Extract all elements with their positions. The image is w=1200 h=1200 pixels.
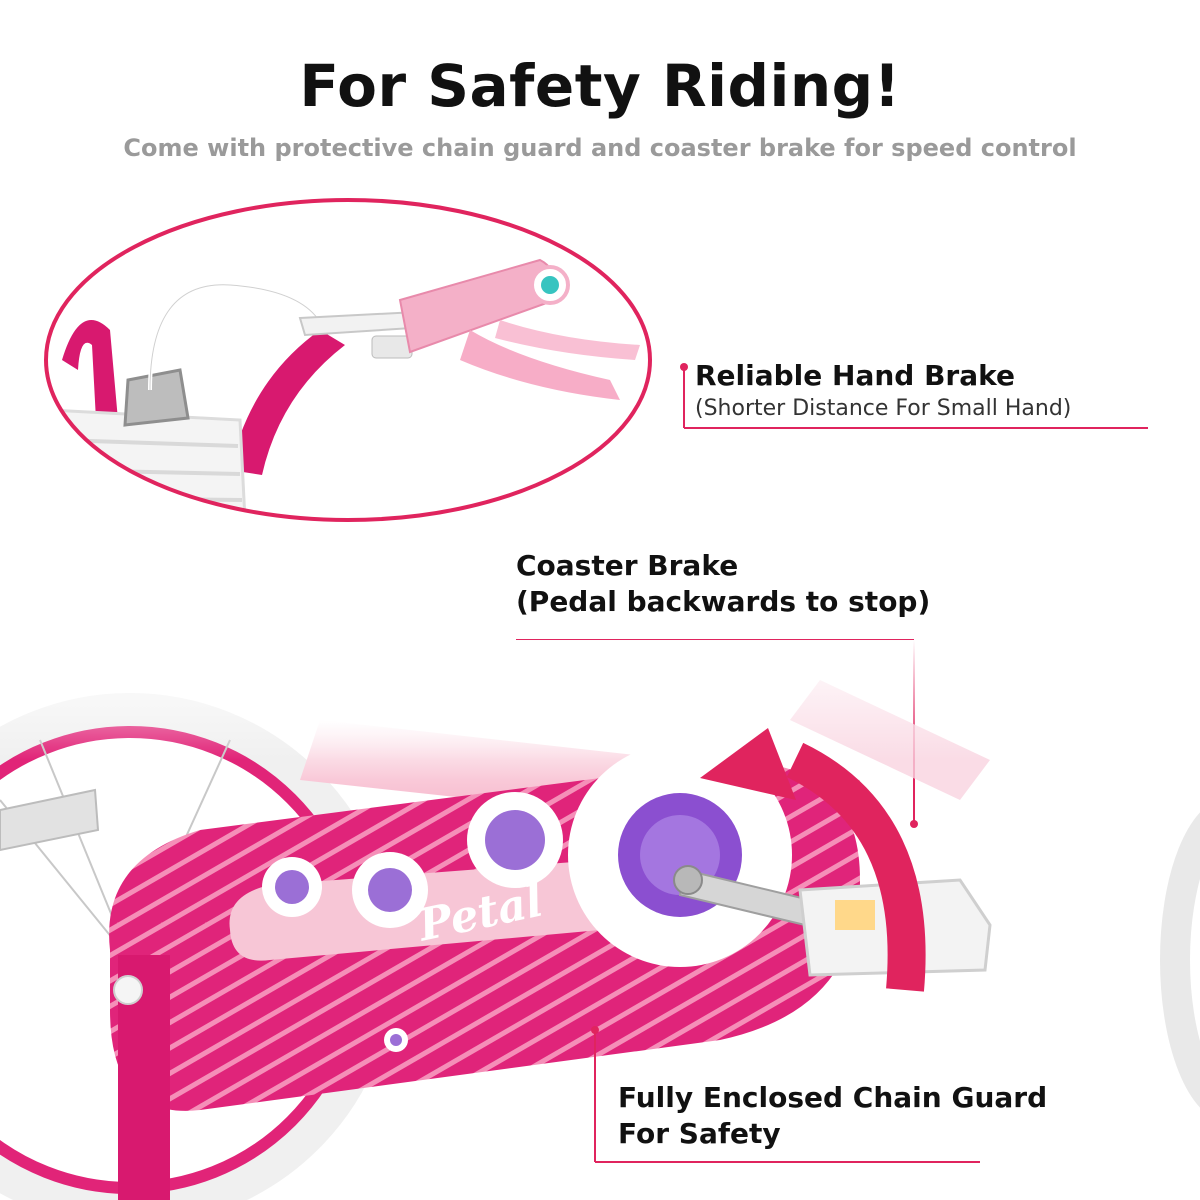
handlebar-stem [230,330,345,475]
chain-guard-leader [591,1026,980,1163]
page-subtitle: Come with protective chain guard and coa… [123,134,1077,162]
chain-guard-title: Fully Enclosed Chain Guard [618,1081,1048,1114]
page-title: For Safety Riding! [299,52,901,120]
rear-tire [1160,812,1200,1108]
callout-coaster-brake: Coaster Brake (Pedal backwards to stop) [516,548,930,620]
flower-decoration-large [467,792,563,888]
frame-tube [62,320,118,420]
hand-brake-title: Reliable Hand Brake [695,359,1015,392]
hand-brake-detail: (Shorter Distance For Small Hand) [695,396,1072,421]
bike-illustration [0,640,1200,1200]
flower-decoration-medium [352,852,428,928]
coaster-brake-title: Coaster Brake [516,549,739,582]
hand-brake-inset [44,198,652,522]
callout-chain-guard: Fully Enclosed Chain Guard For Safety [618,1080,1047,1152]
inset-border [44,198,652,522]
hand-brake-leader [680,363,1148,429]
coaster-brake-detail: (Pedal backwards to stop) [516,585,931,618]
streamer [460,330,620,400]
chain-guard-slot [229,860,640,961]
backward-rotation-arrow [700,728,926,992]
reflector [123,368,190,427]
flower-decoration-small [262,857,322,917]
wheel-reflector [0,788,100,852]
callout-hand-brake: Reliable Hand Brake (Shorter Distance Fo… [695,358,1071,424]
chain-guard-detail: For Safety [618,1117,781,1150]
